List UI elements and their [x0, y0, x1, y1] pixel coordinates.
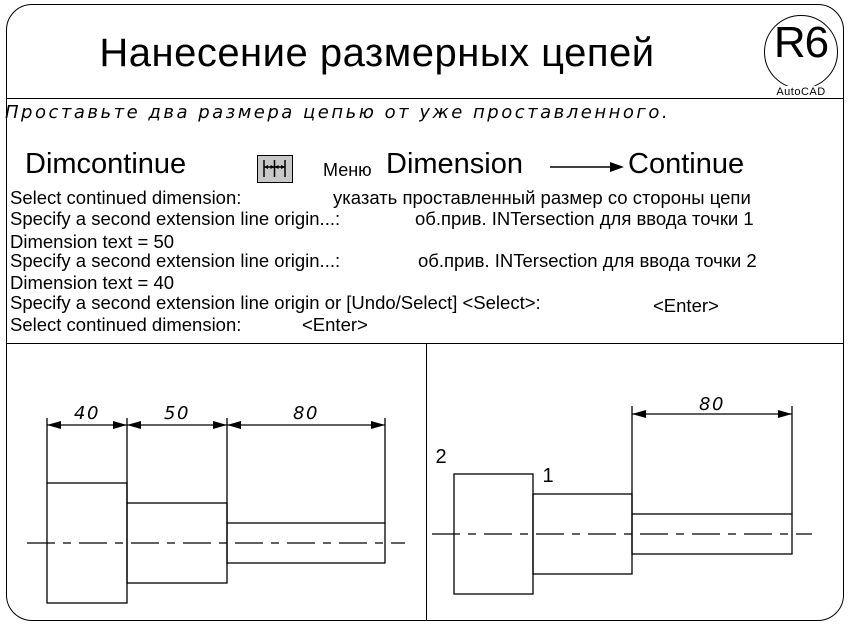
left-dim-label-80: 80	[293, 403, 319, 424]
left-shaft-step-3	[226, 522, 386, 564]
menu-continue[interactable]: Continue	[628, 148, 745, 180]
slide-frame: Нанесение размерных цепей R6 AutoCAD	[6, 4, 844, 621]
left-drawing	[27, 418, 405, 604]
action-7: <Enter>	[302, 314, 368, 335]
menu-dimension[interactable]: Dimension	[386, 148, 523, 180]
page-title: Нанесение размерных цепей	[99, 31, 655, 75]
action-6: <Enter>	[653, 295, 719, 316]
command-name: Dimcontinue	[25, 148, 187, 180]
action-4: об.прив. INTersection для ввода точки 2	[418, 250, 757, 271]
prompt-5: Dimension text = 40	[10, 272, 175, 293]
prompt-3: Dimension text = 50	[10, 231, 175, 252]
drawings-divider	[426, 343, 427, 620]
menu-label: Меню	[323, 160, 372, 180]
right-dim-arrows	[632, 410, 792, 418]
header-divider	[7, 98, 843, 99]
action-1: указать проставленный размер со стороны …	[333, 187, 751, 208]
point-label-2: 2	[435, 446, 446, 468]
action-2: об.прив. INTersection для ввода точки 1	[415, 208, 754, 229]
dim-continue-icon	[263, 160, 286, 177]
prompt-2: Specify a second extension line origin..…	[10, 208, 341, 229]
left-dim-label-50: 50	[164, 403, 190, 424]
left-dim-arrows	[47, 421, 385, 429]
arrow-right-icon	[550, 162, 624, 172]
badge-app: AutoCAD	[765, 86, 837, 98]
prompt-4: Specify a second extension line origin..…	[10, 250, 341, 271]
left-dim-label-40: 40	[74, 403, 100, 424]
content-divider	[7, 343, 843, 344]
prompt-6: Specify a second extension line origin o…	[10, 292, 541, 313]
badge-version: R6	[773, 18, 829, 67]
right-dim-label-80: 80	[699, 394, 725, 415]
point-label-1: 1	[542, 465, 553, 487]
prompt-7: Select continued dimension:	[10, 314, 242, 335]
instruction-text: Проставьте два размера цепью от уже прос…	[5, 102, 671, 123]
version-badge: R6 AutoCAD	[764, 15, 838, 98]
right-drawing	[432, 406, 812, 595]
prompt-1: Select continued dimension:	[10, 187, 242, 208]
dim-continue-button[interactable]	[257, 155, 293, 183]
